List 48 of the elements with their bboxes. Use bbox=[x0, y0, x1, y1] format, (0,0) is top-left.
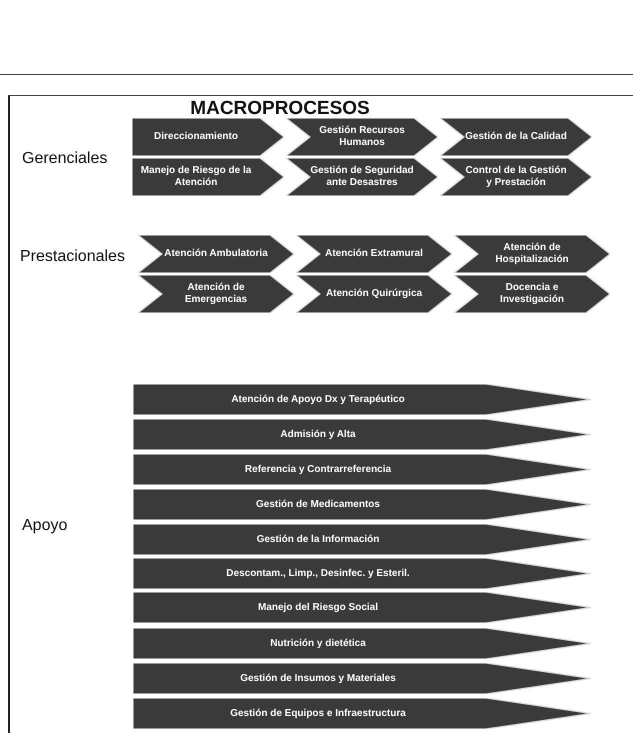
process-label: Admisión y Alta bbox=[279, 428, 357, 442]
support-process-banner bbox=[133, 524, 591, 555]
process-label: Manejo del Riesgo Social bbox=[256, 600, 380, 614]
support-process-banner bbox=[133, 454, 591, 485]
process-label: Descontam., Limp., Desinfec. y Esteril. bbox=[225, 566, 411, 580]
process-label: Gestión de la Información bbox=[256, 532, 380, 546]
process-step-block bbox=[296, 235, 452, 273]
process-label: Gestión de Equipos e Infraestructura bbox=[229, 706, 407, 720]
process-label: Gestión de la Calidad bbox=[464, 130, 568, 144]
title: MACROPROCESOS bbox=[189, 98, 371, 120]
process-step-block bbox=[440, 118, 592, 156]
support-process-banner bbox=[133, 592, 591, 623]
support-process-banner bbox=[133, 419, 591, 450]
process-label: Nutrición y dietética bbox=[269, 636, 367, 650]
process-label: Atención Ambulatoria bbox=[163, 247, 269, 261]
process-step-block bbox=[138, 235, 294, 273]
process-label: Manejo de Riesgo de la Atención bbox=[140, 164, 252, 190]
process-label: Atención de Emergencias bbox=[184, 281, 248, 307]
process-label: Referencia y Contrarreferencia bbox=[244, 462, 392, 476]
process-step-block bbox=[132, 158, 284, 196]
process-label: Atención Quirúrgica bbox=[324, 287, 424, 301]
process-label: Atención de Hospitalización bbox=[494, 241, 570, 267]
support-process-banner bbox=[133, 558, 591, 589]
support-process-banner bbox=[133, 698, 591, 729]
process-label: Gestión Recursos Humanos bbox=[318, 124, 406, 150]
support-process-banner bbox=[133, 663, 591, 694]
process-label: Docencia e Investigación bbox=[499, 281, 565, 307]
process-step-block bbox=[440, 158, 592, 196]
process-step-block bbox=[454, 275, 610, 313]
process-label: Direccionamiento bbox=[153, 130, 239, 144]
process-step-block bbox=[138, 275, 294, 313]
process-label: Gestión de Insumos y Materiales bbox=[239, 672, 397, 686]
group-label: Apoyo bbox=[22, 517, 68, 535]
process-label: Atención Extramural bbox=[324, 247, 424, 261]
process-step-block bbox=[132, 118, 284, 156]
process-step-block bbox=[296, 275, 452, 313]
group-label: Prestacionales bbox=[20, 248, 125, 266]
process-label: Gestión de Seguridad ante Desastres bbox=[310, 164, 414, 190]
process-label: Control de la Gestión y Prestación bbox=[464, 164, 568, 190]
process-label: Gestión de Medicamentos bbox=[255, 498, 381, 512]
process-label: Atención de Apoyo Dx y Terapéutico bbox=[230, 392, 406, 406]
support-process-banner bbox=[133, 628, 591, 659]
support-process-banner bbox=[133, 489, 591, 520]
process-step-block bbox=[454, 235, 610, 273]
process-step-block bbox=[286, 158, 438, 196]
process-step-block bbox=[286, 118, 438, 156]
group-label: Gerenciales bbox=[22, 150, 108, 168]
support-process-banner bbox=[133, 384, 591, 415]
